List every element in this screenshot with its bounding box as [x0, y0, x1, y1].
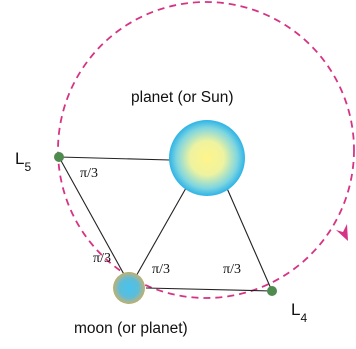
angle-label-l5: π/3	[80, 166, 98, 181]
l4-point	[267, 286, 277, 296]
sun-body	[169, 120, 245, 196]
angle-label-moon-right: π/3	[152, 262, 170, 277]
angle-label-l4: π/3	[223, 262, 241, 277]
orbit-direction-arrow	[336, 224, 348, 241]
edge-l5-sun	[59, 157, 170, 160]
angle-label-moon-upper: π/3	[93, 251, 111, 266]
l4-label: L4	[291, 300, 307, 325]
moon-label: moon (or planet)	[74, 320, 188, 337]
sun-label: planet (or Sun)	[131, 89, 234, 106]
l5-point	[54, 152, 64, 162]
moon-body	[113, 272, 145, 304]
l5-label: L5	[15, 149, 31, 174]
